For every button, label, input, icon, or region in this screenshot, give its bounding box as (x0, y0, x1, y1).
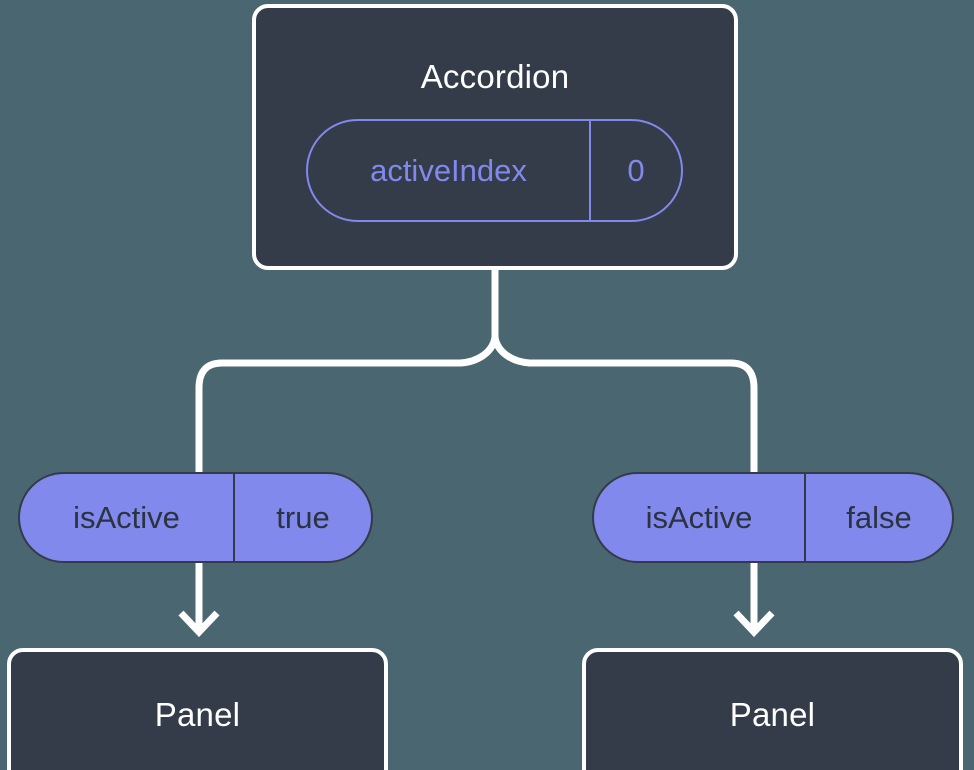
prop-pill-isactive-false-key: isActive (645, 499, 753, 535)
panel-right-title: Panel (729, 696, 816, 733)
state-pill-activeindex-value: 0 (589, 121, 681, 220)
prop-pill-isactive-false-value: false (804, 474, 952, 561)
arrow-head-right-icon (733, 610, 775, 638)
prop-pill-isactive-true-value: true (233, 474, 371, 561)
prop-pill-isactive-true-key: isActive (73, 499, 180, 535)
prop-pill-isactive-false[interactable]: isActive false (592, 472, 954, 563)
panel-left-title: Panel (154, 696, 241, 733)
prop-pill-isactive-true[interactable]: isActive true (18, 472, 373, 563)
panel-component-node-right[interactable]: Panel (582, 648, 963, 770)
cusp-junction-left (459, 336, 499, 367)
accordion-title: Accordion (420, 58, 570, 95)
state-pill-activeindex[interactable]: activeIndex 0 (306, 119, 683, 222)
arrow-head-left-icon (178, 610, 220, 638)
state-pill-activeindex-key: activeIndex (370, 152, 527, 188)
cusp-junction-right (491, 336, 531, 367)
branch-connector-left (195, 359, 462, 472)
branch-connector-right (528, 359, 758, 472)
panel-component-node-left[interactable]: Panel (7, 648, 388, 770)
